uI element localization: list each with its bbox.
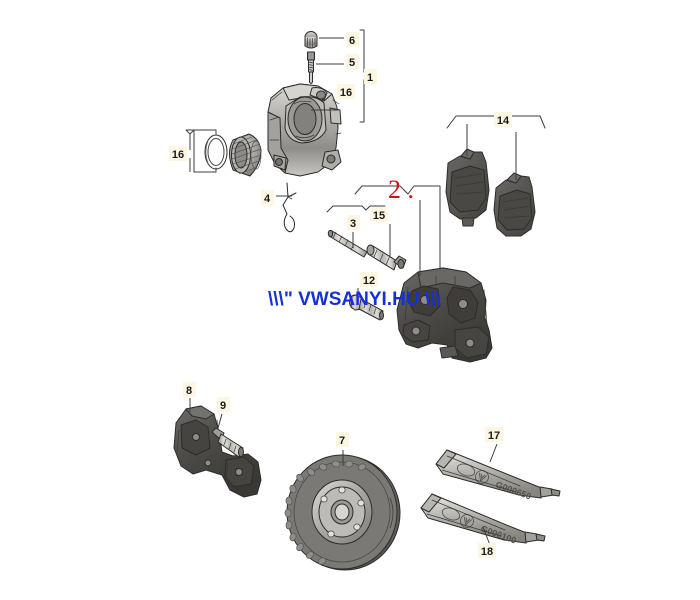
part-guide-pin bbox=[327, 229, 368, 258]
svg-text:15: 15 bbox=[373, 210, 385, 222]
part-caliper-piston bbox=[229, 133, 262, 177]
svg-text:16: 16 bbox=[340, 87, 352, 99]
part-bleeder-screw bbox=[307, 51, 315, 84]
red-annotation-2: 2 . bbox=[388, 175, 414, 204]
svg-text:16: 16 bbox=[172, 149, 184, 161]
svg-text:7: 7 bbox=[339, 435, 345, 447]
svg-text:6: 6 bbox=[349, 35, 355, 47]
part-shield-bolt bbox=[211, 427, 244, 458]
callout-16-housing: 16 bbox=[337, 84, 355, 99]
callout-7: 7 bbox=[336, 432, 349, 447]
callout-4: 4 bbox=[261, 190, 274, 205]
callout-5: 5 bbox=[346, 54, 359, 69]
callout-17: 17 bbox=[485, 427, 503, 442]
part-brake-disc bbox=[284, 454, 401, 571]
svg-text:18: 18 bbox=[481, 546, 493, 558]
svg-text:8: 8 bbox=[186, 385, 192, 397]
svg-text:4: 4 bbox=[264, 193, 271, 205]
part-piston-seal-ring bbox=[204, 134, 228, 170]
callout-6: 6 bbox=[346, 32, 359, 47]
callout-1: 1 bbox=[364, 69, 377, 84]
callout-labels: 1 3 4 5 6 7 8 bbox=[169, 32, 512, 558]
part-splash-shield bbox=[173, 405, 262, 498]
svg-text:9: 9 bbox=[220, 400, 226, 412]
callout-16-seal-piston: 16 bbox=[169, 146, 187, 161]
part-retaining-spring bbox=[282, 182, 297, 233]
svg-text:3: 3 bbox=[350, 218, 356, 230]
part-guide-sleeve bbox=[366, 244, 407, 271]
part-caliper-carrier bbox=[396, 267, 493, 363]
part-grease-tube-lower: G000100 bbox=[420, 493, 546, 546]
callout-9: 9 bbox=[217, 397, 230, 412]
part-brake-pad-outer bbox=[445, 148, 490, 227]
part-grease-tube-upper: G000650 bbox=[435, 449, 561, 502]
callout-3: 3 bbox=[347, 215, 360, 230]
svg-text:17: 17 bbox=[488, 430, 500, 442]
callout-12: 12 bbox=[360, 272, 378, 287]
part-carrier-bolt bbox=[349, 294, 384, 321]
svg-text:12: 12 bbox=[363, 275, 375, 287]
callout-15: 15 bbox=[370, 207, 388, 222]
part-brake-pad-inner bbox=[493, 172, 536, 237]
svg-text:5: 5 bbox=[349, 57, 355, 69]
part-caliper-housing bbox=[267, 83, 342, 177]
callout-14: 14 bbox=[494, 112, 512, 127]
svg-text:1: 1 bbox=[367, 72, 373, 84]
callout-8: 8 bbox=[183, 382, 196, 397]
svg-text:14: 14 bbox=[497, 115, 510, 127]
part-bleeder-cap bbox=[304, 31, 318, 49]
site-watermark: \\\" VWSANYI.HU \\\ bbox=[268, 289, 441, 310]
callout-18: 18 bbox=[478, 543, 496, 558]
